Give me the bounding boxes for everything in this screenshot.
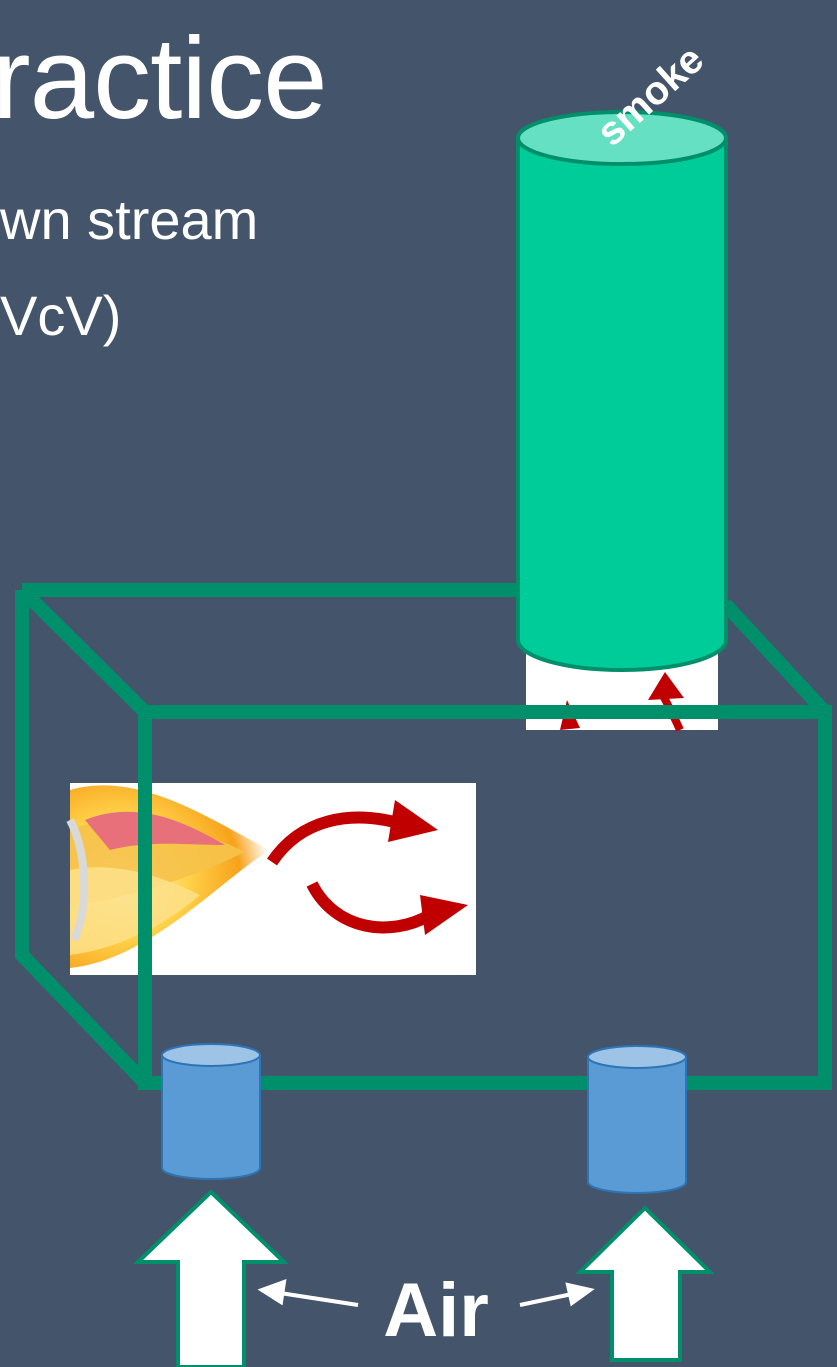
slide-title: ractice [0,13,328,143]
air-inlet-left [161,1043,261,1180]
box-back-edges [15,583,831,1088]
red-arrow-head-icon [648,672,684,700]
red-curved-arrow-icon [306,881,433,934]
flame-image [66,783,476,975]
air-up-arrow-right-icon [575,1205,715,1362]
chimney: smoke [516,37,728,732]
red-curved-arrow-icon [267,811,407,866]
air-inlet-right [587,1045,687,1194]
bullet-line-2: VcV) [0,284,122,347]
pointer-arrows [257,1278,595,1307]
box-front-edges [17,585,832,1090]
air-label: Air [383,1268,489,1353]
bullet-line-1: wn stream [0,188,259,251]
air-up-arrow-left-icon [133,1189,289,1367]
